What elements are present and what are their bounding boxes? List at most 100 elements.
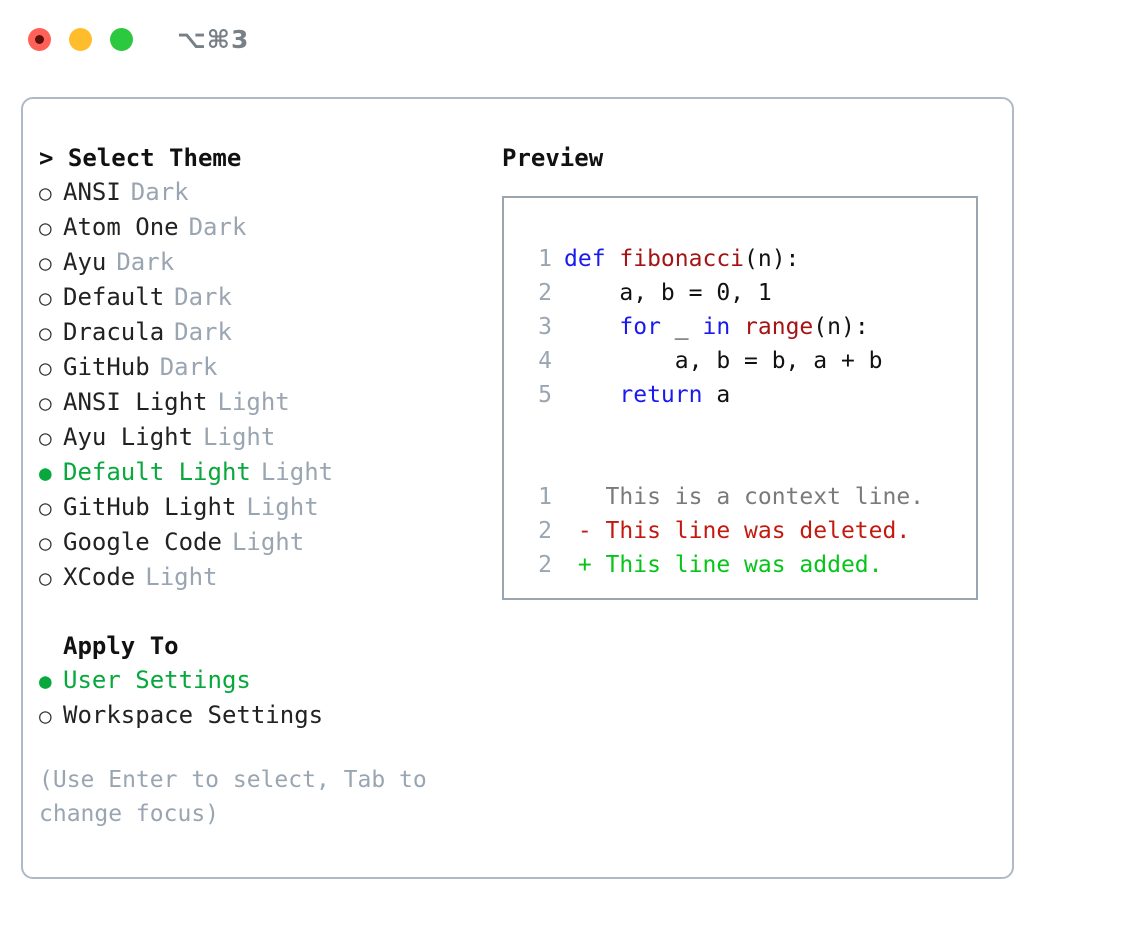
code-line: 3 for _ in range(n): bbox=[522, 310, 976, 344]
diff-content: This is a context line. bbox=[564, 484, 925, 510]
line-number: 2 bbox=[538, 518, 552, 544]
theme-option-list: ○ ANSI Dark ○ Atom One Dark ○ Ayu Dark bbox=[39, 175, 489, 595]
code-line: 4 a, b = b, a + b bbox=[522, 344, 976, 378]
theme-option-badge: Light bbox=[260, 458, 334, 486]
code-token: a bbox=[702, 382, 731, 408]
theme-option-ansi[interactable]: ○ ANSI Dark bbox=[39, 175, 489, 210]
radio-unselected-icon: ○ bbox=[39, 216, 52, 240]
line-number: 5 bbox=[538, 382, 552, 408]
keyboard-hint-text: (Use Enter to select, Tab to change focu… bbox=[39, 767, 427, 827]
theme-option-google-code[interactable]: ○ Google Code Light bbox=[39, 525, 489, 560]
code-token: (n): bbox=[744, 246, 800, 272]
code-token: a, b = 0, 1 bbox=[564, 280, 772, 306]
theme-option-github-light[interactable]: ○ GitHub Light Light bbox=[39, 490, 489, 525]
code-token: for bbox=[619, 314, 661, 340]
theme-option-label: GitHub bbox=[63, 353, 150, 381]
minimize-light-icon[interactable] bbox=[69, 27, 92, 51]
radio-selected-icon: ● bbox=[39, 461, 52, 485]
radio-unselected-icon: ○ bbox=[39, 321, 52, 345]
theme-option-label: Google Code bbox=[63, 528, 222, 556]
code-sample: 1 def fibonacci(n): 2 a, b = 0, 1 3 for … bbox=[522, 242, 976, 412]
radio-unselected-icon: ○ bbox=[39, 356, 52, 380]
radio-unselected-icon: ○ bbox=[39, 531, 52, 555]
apply-to-option-workspace-settings[interactable]: ○ Workspace Settings bbox=[39, 698, 489, 733]
code-token bbox=[564, 314, 619, 340]
theme-option-badge: Light bbox=[217, 388, 290, 416]
keyboard-shortcut-label: ⌥⌘3 bbox=[177, 24, 250, 54]
theme-option-github[interactable]: ○ GitHub Dark bbox=[39, 350, 489, 385]
radio-unselected-icon: ○ bbox=[39, 391, 52, 415]
radio-unselected-icon: ○ bbox=[39, 426, 52, 450]
theme-option-badge: Dark bbox=[174, 283, 232, 311]
code-token bbox=[730, 314, 744, 340]
preview-gap bbox=[522, 446, 976, 480]
code-line: 5 return a bbox=[522, 378, 976, 412]
code-token: fibonacci bbox=[619, 246, 745, 272]
radio-unselected-icon: ○ bbox=[39, 704, 52, 728]
theme-option-label: Dracula bbox=[63, 318, 165, 346]
title-bar: ⌥⌘3 bbox=[0, 0, 1140, 78]
code-line: 2 a, b = 0, 1 bbox=[522, 276, 976, 310]
code-token: _ bbox=[660, 314, 703, 340]
code-token: a, b = b, a + b bbox=[564, 348, 883, 374]
theme-option-badge: Light bbox=[145, 563, 218, 591]
theme-dialog-panel: > Select Theme ○ ANSI Dark ○ Atom One Da… bbox=[21, 97, 1014, 879]
select-theme-header: > Select Theme bbox=[39, 144, 242, 172]
theme-option-badge: Dark bbox=[159, 353, 218, 381]
theme-option-dracula[interactable]: ○ Dracula Dark bbox=[39, 315, 489, 350]
theme-option-label: Atom One bbox=[63, 213, 179, 241]
code-content: for _ in range(n): bbox=[564, 310, 869, 344]
radio-unselected-icon: ○ bbox=[39, 496, 52, 520]
maximize-light-icon[interactable] bbox=[110, 27, 133, 51]
apply-to-option-label: User Settings bbox=[63, 666, 251, 694]
theme-option-ayu[interactable]: ○ Ayu Dark bbox=[39, 245, 489, 280]
preview-column: Preview 1 def fibonacci(n): 2 a, b = 0, … bbox=[502, 141, 992, 600]
apply-to-header: Apply To bbox=[63, 632, 179, 660]
code-token: range bbox=[744, 314, 814, 340]
diff-line-context: 1 This is a context line. bbox=[522, 480, 976, 514]
radio-unselected-icon: ○ bbox=[39, 181, 52, 205]
theme-option-badge: Dark bbox=[188, 213, 247, 241]
window-controls bbox=[28, 27, 133, 51]
code-line: 1 def fibonacci(n): bbox=[522, 242, 976, 276]
theme-option-default-light[interactable]: ● Default Light Light bbox=[39, 455, 489, 490]
theme-option-label: Default Light bbox=[63, 458, 251, 486]
apply-to-option-list: ● User Settings ○ Workspace Settings bbox=[39, 663, 489, 733]
theme-option-label: Default bbox=[63, 283, 165, 311]
apply-to-option-user-settings[interactable]: ● User Settings bbox=[39, 663, 489, 698]
line-number: 1 bbox=[538, 246, 552, 272]
diff-sample: 1 This is a context line. 2 - This line … bbox=[522, 480, 976, 582]
code-token bbox=[564, 382, 619, 408]
diff-content: + This line was added. bbox=[564, 552, 883, 578]
theme-option-xcode[interactable]: ○ XCode Light bbox=[39, 560, 489, 595]
radio-selected-icon: ● bbox=[39, 669, 52, 693]
theme-option-label: Ayu bbox=[63, 248, 107, 276]
theme-option-default[interactable]: ○ Default Dark bbox=[39, 280, 489, 315]
preview-box: 1 def fibonacci(n): 2 a, b = 0, 1 3 for … bbox=[502, 196, 978, 600]
line-number: 3 bbox=[538, 314, 552, 340]
code-content: a, b = 0, 1 bbox=[564, 276, 772, 310]
theme-option-badge: Dark bbox=[130, 178, 189, 206]
theme-option-label: XCode bbox=[63, 563, 136, 591]
close-light-icon[interactable] bbox=[28, 27, 51, 51]
theme-option-ayu-light[interactable]: ○ Ayu Light Light bbox=[39, 420, 489, 455]
radio-unselected-icon: ○ bbox=[39, 566, 52, 590]
diff-content: - This line was deleted. bbox=[564, 518, 911, 544]
line-number: 2 bbox=[538, 280, 552, 306]
list-spacer bbox=[39, 595, 489, 629]
code-content: def fibonacci(n): bbox=[564, 242, 799, 276]
radio-unselected-icon: ○ bbox=[39, 286, 52, 310]
theme-selection-column: > Select Theme ○ ANSI Dark ○ Atom One Da… bbox=[39, 141, 489, 831]
apply-to-option-label: Workspace Settings bbox=[63, 701, 324, 729]
code-token: return bbox=[619, 382, 703, 408]
theme-option-atom-one[interactable]: ○ Atom One Dark bbox=[39, 210, 489, 245]
code-content: return a bbox=[564, 378, 730, 412]
theme-option-badge: Dark bbox=[116, 248, 175, 276]
code-token: (n): bbox=[813, 314, 869, 340]
preview-title: Preview bbox=[502, 144, 604, 172]
preview-gap bbox=[522, 412, 976, 446]
theme-option-label: GitHub Light bbox=[63, 493, 237, 521]
code-content: a, b = b, a + b bbox=[564, 344, 883, 378]
theme-option-ansi-light[interactable]: ○ ANSI Light Light bbox=[39, 385, 489, 420]
theme-option-label: Ayu Light bbox=[63, 423, 194, 451]
